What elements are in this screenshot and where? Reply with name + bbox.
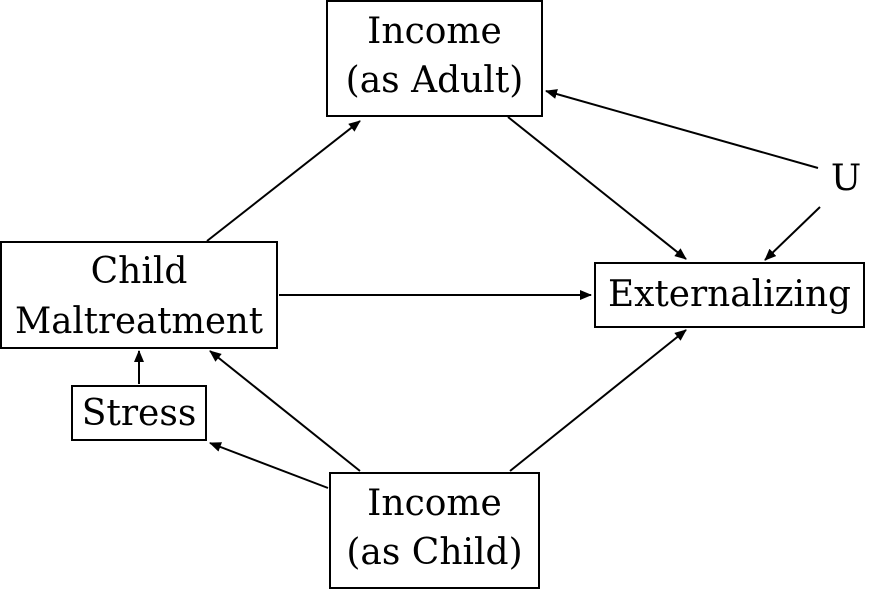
edge-income-child-to-stress xyxy=(209,442,329,489)
node-externalizing: Externalizing xyxy=(594,262,865,328)
node-child-maltreatment-box xyxy=(0,241,278,349)
edges xyxy=(134,89,821,489)
node-income-child-box xyxy=(329,472,540,589)
node-income-child-line1: Income xyxy=(367,483,502,524)
edge-income-child-to-externalizing xyxy=(509,329,687,472)
node-u: U xyxy=(831,158,861,199)
node-income-adult: Income (as Adult) xyxy=(326,0,543,117)
node-child-maltreatment-line1: Child xyxy=(91,251,188,292)
node-child-maltreatment-line2: Maltreatment xyxy=(15,301,264,342)
node-income-child-line2: (as Child) xyxy=(346,532,522,573)
edge-maltreatment-to-income-adult xyxy=(206,120,361,242)
node-income-adult-box xyxy=(326,0,543,117)
edge-income-adult-to-externalizing xyxy=(507,116,687,260)
edge-u-to-income-adult xyxy=(545,89,819,169)
node-income-adult-line1: Income xyxy=(367,11,502,52)
node-stress-box xyxy=(71,385,207,441)
node-stress-label: Stress xyxy=(82,393,197,434)
node-u-label: U xyxy=(831,158,861,199)
node-externalizing-label: Externalizing xyxy=(608,274,851,315)
edge-u-to-externalizing xyxy=(764,206,821,261)
node-stress: Stress xyxy=(71,385,207,441)
node-externalizing-box xyxy=(594,262,865,328)
node-income-adult-line2: (as Adult) xyxy=(346,60,524,101)
node-child-maltreatment: Child Maltreatment xyxy=(0,241,278,349)
node-income-child: Income (as Child) xyxy=(329,472,540,589)
edge-income-child-to-maltreatment xyxy=(209,350,361,472)
